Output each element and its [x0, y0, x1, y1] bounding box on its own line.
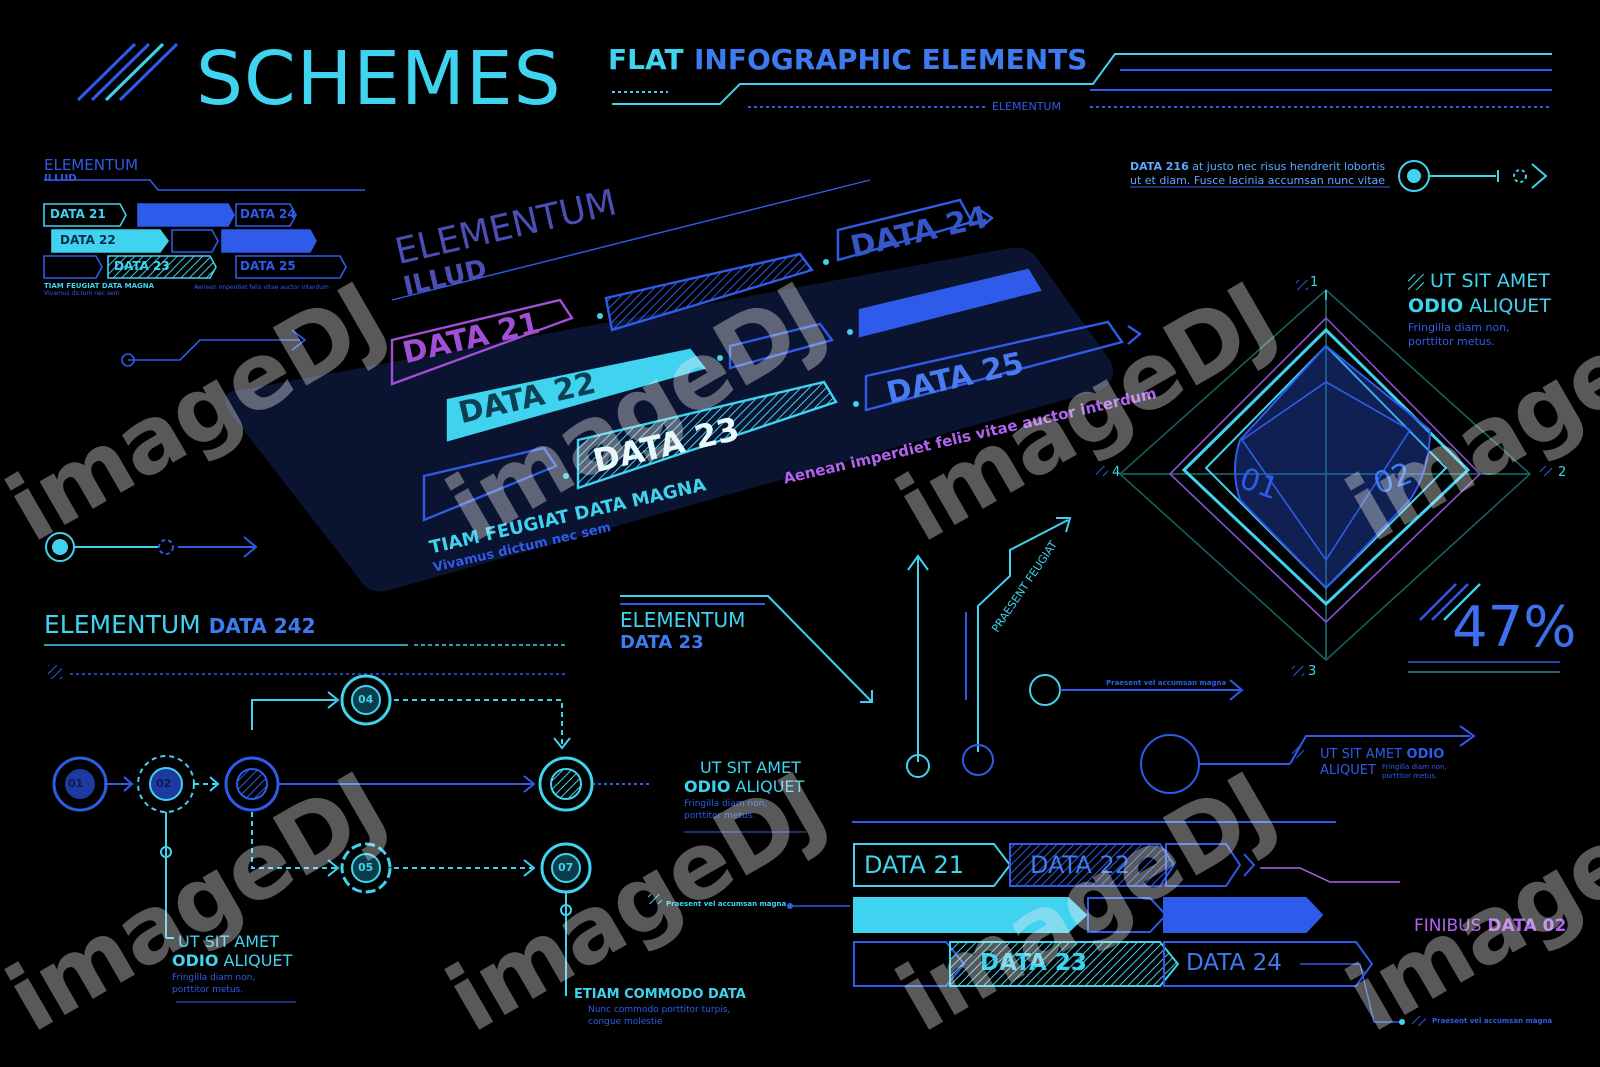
subtitle-flat: FLAT	[608, 43, 684, 76]
right-mid-h1-main: UT SIT AMET	[1320, 747, 1403, 762]
left-section-title-bold: DATA 242	[208, 614, 316, 638]
flow-note-mid-h1: UT SIT AMET	[700, 758, 801, 777]
top-right-pointer	[1130, 160, 1548, 192]
bottom-right-label-main: FINIBUS	[1414, 916, 1482, 936]
header-tag: ELEMENTUM	[992, 100, 1061, 113]
flow-note-bottom-d1: Nunc commodo porttitor turpis,	[588, 1005, 731, 1015]
small-item-2: DATA 22	[60, 233, 116, 247]
mid-label-2: DATA 23	[620, 632, 704, 653]
flow-node-04: 04	[358, 693, 374, 706]
bottom-bar-item-4: DATA 24	[1186, 950, 1282, 976]
page-title: SCHEMES	[196, 36, 562, 122]
bottom-bar-item-1: DATA 21	[864, 851, 964, 879]
radar-desc-2: porttitor metus.	[1408, 335, 1495, 348]
flow-node-02: 02	[156, 777, 172, 790]
small-item-5: DATA 25	[240, 259, 296, 273]
flow-diagram	[52, 674, 806, 1003]
bottom-bar-item-3: DATA 23	[980, 950, 1087, 976]
left-pointer-graphic	[45, 532, 258, 562]
small-caption: TIAM FEUGIAT DATA MAGNA	[44, 282, 155, 290]
left-section-title-main: ELEMENTUM	[44, 610, 201, 639]
percent-decoration	[1408, 583, 1560, 673]
flow-note-left-h2: ODIO ALIQUET	[172, 953, 292, 969]
flow-note-left-h2-rest: ALIQUET	[218, 951, 293, 970]
flow-note-mid-d2: porttitor metus.	[684, 811, 756, 821]
header-lines	[612, 53, 1552, 108]
bottom-bars-graphic	[648, 821, 1426, 1026]
flow-note-mid-h2: ODIO ALIQUET	[684, 779, 804, 795]
top-right-label: DATA 216	[1130, 160, 1189, 173]
bottom-left-note: Praesent vel accumsan magna	[666, 900, 787, 908]
subtitle-rest: INFOGRAPHIC ELEMENTS	[694, 43, 1088, 76]
flow-note-left-d2: porttitor metus.	[172, 985, 244, 995]
middle-arrows	[620, 517, 1244, 778]
radar-axis-2: 2	[1558, 465, 1567, 480]
flow-note-bottom-h1: ETIAM COMMODO DATA	[574, 987, 746, 1002]
radar-axis-4: 4	[1112, 465, 1121, 480]
flow-node-05: 05	[358, 861, 374, 874]
bottom-right-label-bold: DATA 02	[1481, 916, 1567, 936]
header-decoration	[76, 42, 179, 102]
small-item-1: DATA 21	[50, 207, 106, 221]
top-right-text-2: ut et diam. Fusce lacinia accumsan nunc …	[1130, 174, 1386, 187]
radar-heading-2: ODIO ALIQUET	[1408, 297, 1551, 316]
right-mid-pointer	[1140, 725, 1476, 794]
flow-note-mid-h2-bold: ODIO	[684, 777, 731, 796]
small-caption-3: Aenean imperdiet felis vitae auctor inte…	[194, 284, 329, 291]
right-mid-h2: ALIQUET	[1320, 763, 1376, 778]
flow-note-left-h1: UT SIT AMET	[178, 932, 279, 951]
flow-note-mid-d1: Fringilla diam non,	[684, 799, 768, 809]
small-item-3: DATA 23	[114, 259, 170, 273]
small-caption-2: Vivamus dictum nec sem	[44, 290, 120, 297]
radar-desc-1: Fringilla diam non,	[1408, 321, 1510, 334]
mid-pointer-text: Praesent vel accumsan magna	[1106, 679, 1227, 687]
right-mid-d1: Fringilla diam non,	[1382, 763, 1447, 771]
mid-label-1: ELEMENTUM	[620, 608, 746, 632]
right-mid-h1-bold: ODIO	[1402, 747, 1445, 762]
small-item-4: DATA 24	[240, 207, 296, 221]
radar-heading-2-rest: ALIQUET	[1463, 295, 1551, 317]
flow-note-left-d1: Fringilla diam non,	[172, 973, 256, 983]
right-mid-d2: porttitor metus.	[1382, 772, 1438, 780]
small-element-title: ELEMENTUM	[44, 156, 139, 174]
flow-note-left-h2-bold: ODIO	[172, 951, 219, 970]
flow-note-bottom-d2: congue molestie	[588, 1017, 663, 1027]
top-right-text-1: DATA 216 at justo nec risus hendrerit lo…	[1130, 161, 1385, 172]
top-right-line-1: at justo nec risus hendrerit lobortis	[1188, 160, 1386, 173]
bottom-right-label: FINIBUS DATA 02	[1414, 918, 1566, 935]
right-mid-h1: UT SIT AMET ODIO	[1320, 748, 1444, 761]
left-section-line	[44, 644, 566, 679]
flow-node-01: 01	[68, 777, 84, 790]
flow-note-mid-h2-rest: ALIQUET	[730, 777, 805, 796]
bottom-bar-item-2: DATA 22	[1030, 851, 1130, 879]
radar-axis-1: 1	[1310, 275, 1319, 290]
radar-heading-1: UT SIT AMET	[1430, 270, 1550, 292]
small-element-subtitle: ILLUD	[44, 173, 77, 184]
radar-axis-3: 3	[1308, 664, 1317, 679]
center-panel-graphic	[225, 179, 1143, 592]
left-section-title: ELEMENTUM DATA 242	[44, 612, 316, 637]
flow-node-07: 07	[558, 861, 574, 874]
small-element-graphic	[43, 179, 365, 367]
bottom-note: Praesent vel accumsan magna	[1432, 1017, 1553, 1025]
radar-heading-2-bold: ODIO	[1408, 295, 1464, 317]
radar-chart	[1096, 274, 1552, 676]
percent-value: 47%	[1452, 595, 1577, 660]
